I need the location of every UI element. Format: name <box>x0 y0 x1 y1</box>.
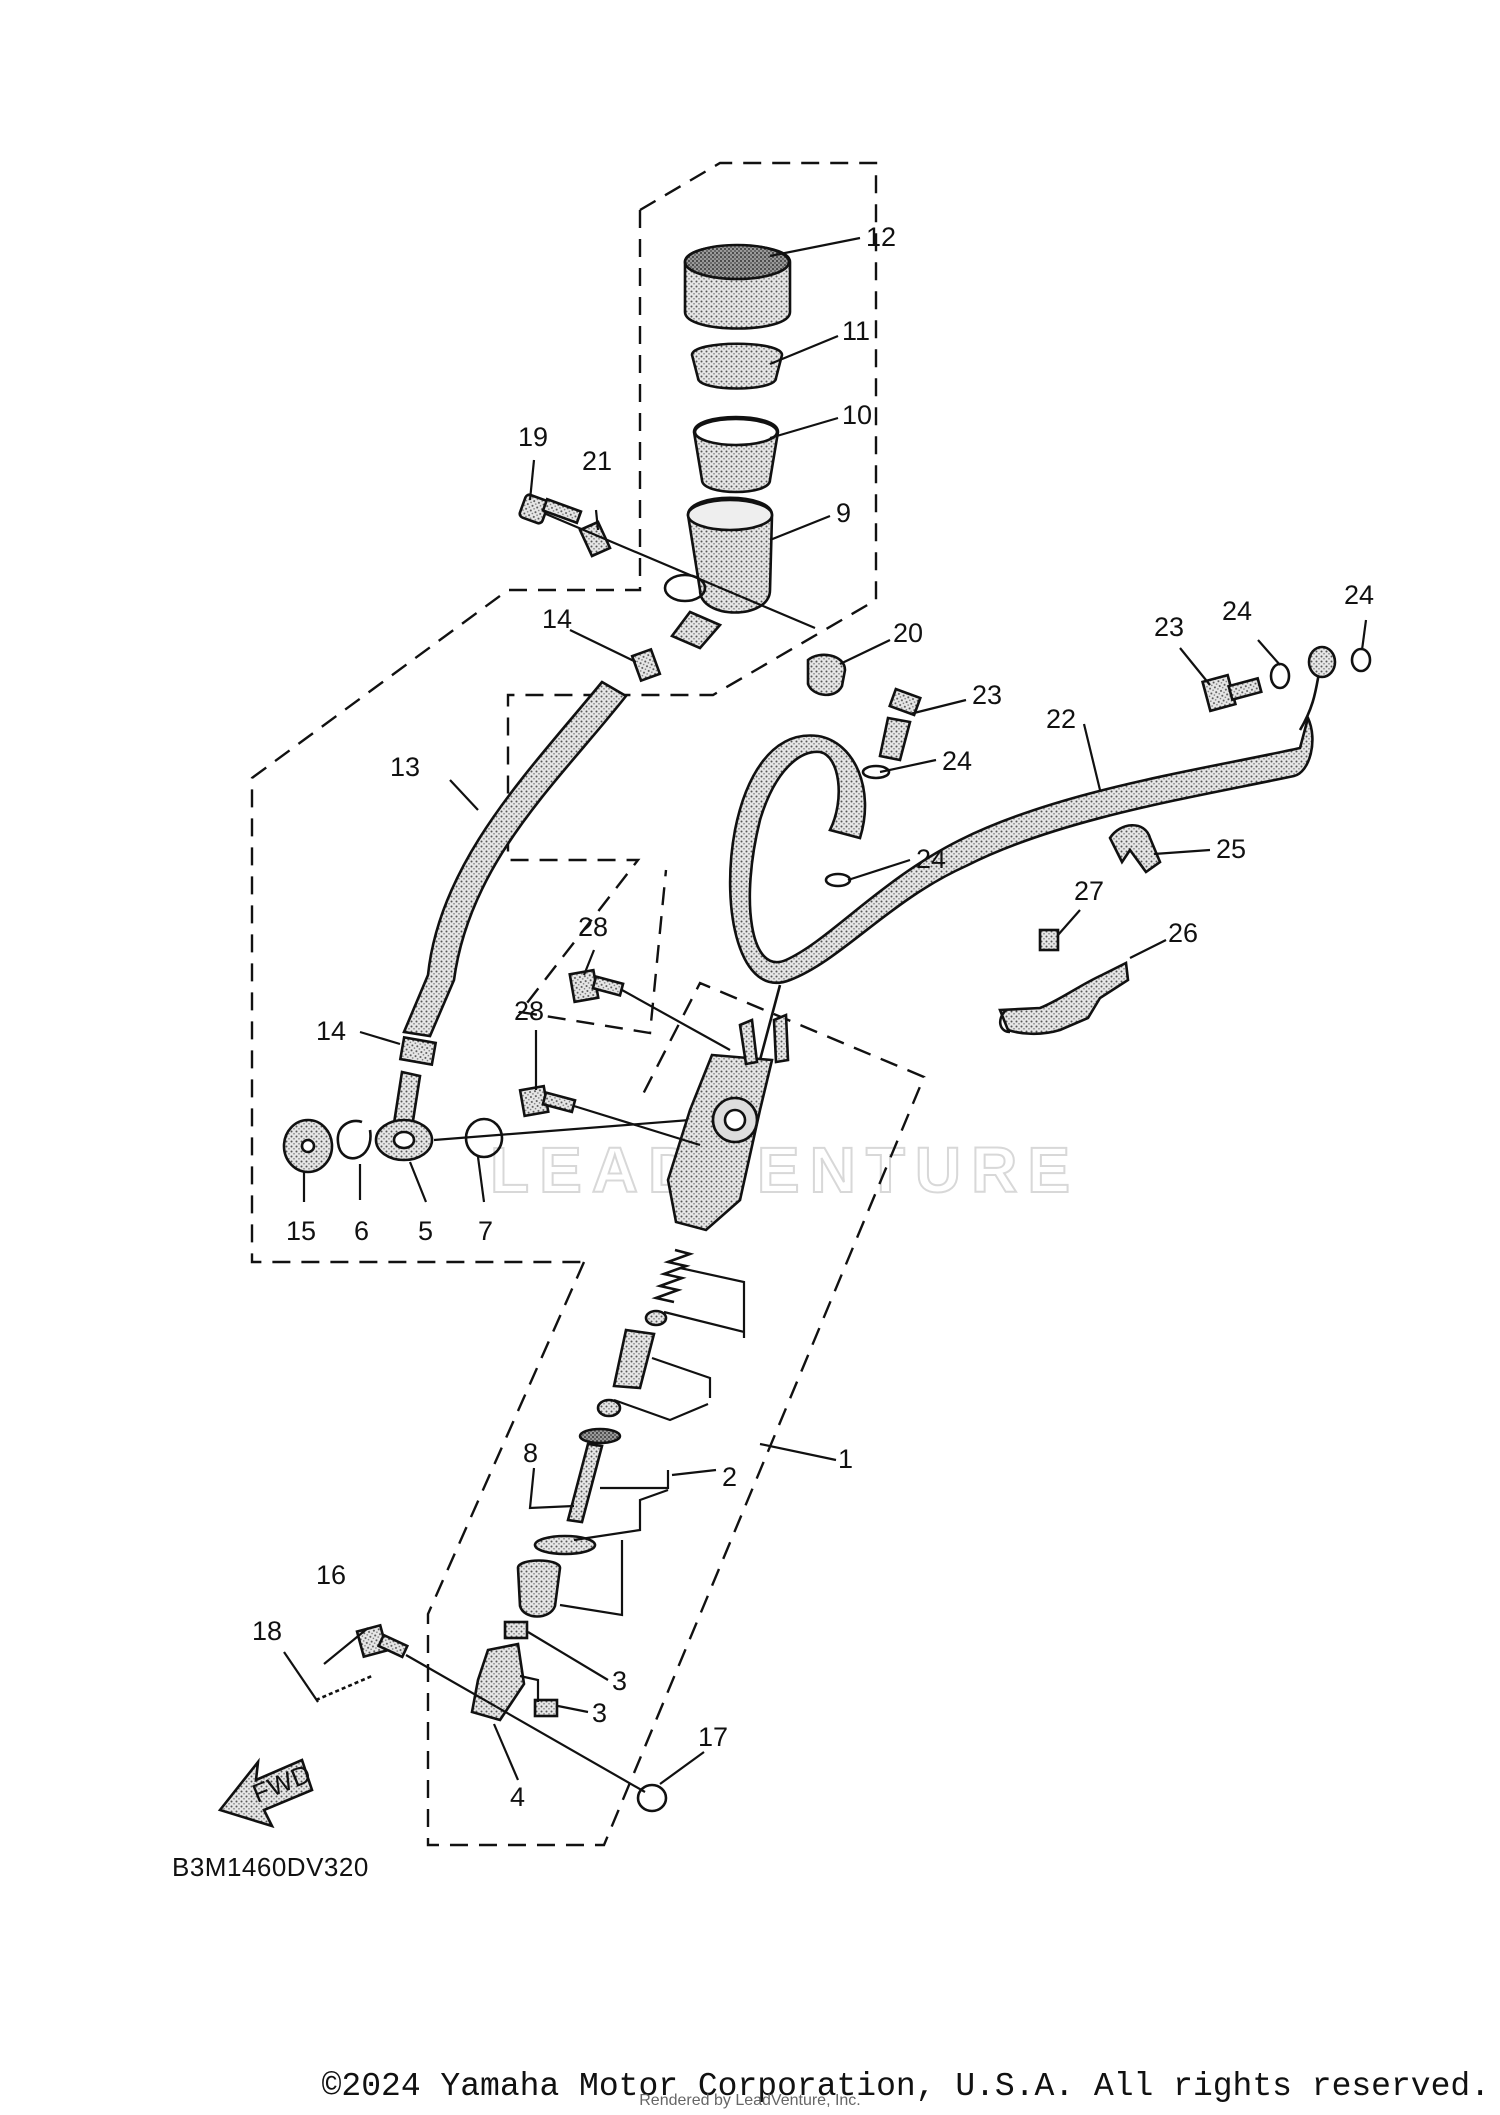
washer-17 <box>636 1783 668 1813</box>
washer-15 <box>282 1118 334 1174</box>
callout-23-center: 23 <box>972 680 1002 710</box>
brake-hose-upper-pipe <box>1298 645 1337 731</box>
bolt-28-lower <box>518 1084 577 1118</box>
leader-7-line <box>433 1118 691 1142</box>
callout-23-right: 23 <box>1154 612 1184 642</box>
spring <box>651 1248 695 1304</box>
callout-1: 1 <box>838 1444 853 1474</box>
drawing-code: B3M1460DV320 <box>172 1852 369 1882</box>
hose-bracket-26 <box>998 961 1130 1036</box>
callout-21: 21 <box>582 446 612 476</box>
callout-28-upper: 28 <box>578 912 608 942</box>
bolt-28-upper <box>568 968 625 1004</box>
callout-19: 19 <box>518 422 548 452</box>
reservoir-cap-12 <box>683 243 792 330</box>
master-cylinder-group-outline <box>426 981 926 1847</box>
gasket-24-right-b <box>1350 647 1372 673</box>
callout-24-center-b: 24 <box>916 844 946 874</box>
callout-24-right-a: 24 <box>1222 596 1252 626</box>
reservoir-upper-outline <box>250 210 642 1264</box>
cup-seal <box>596 1398 622 1418</box>
callout-6: 6 <box>354 1216 369 1246</box>
callout-16: 16 <box>316 1560 346 1590</box>
callout-3-lower: 3 <box>592 1698 607 1728</box>
diaphragm-10 <box>692 415 780 494</box>
bolt-16 <box>355 1623 410 1659</box>
callout-18: 18 <box>252 1616 282 1646</box>
callout-5: 5 <box>418 1216 433 1246</box>
callout-8: 8 <box>523 1438 538 1468</box>
watermark-text: LEADVENTURE <box>490 1134 1080 1206</box>
cup-seal-small <box>644 1309 668 1327</box>
callout-7: 7 <box>478 1216 493 1246</box>
bolt-27 <box>1038 928 1060 952</box>
callout-9: 9 <box>836 498 851 528</box>
push-rod-8 <box>566 1427 622 1524</box>
callout-14-lower: 14 <box>316 1016 346 1046</box>
callout-3-upper: 3 <box>612 1666 627 1696</box>
union-bolt-23-right <box>1200 673 1263 713</box>
leader-28-upper <box>621 989 731 1051</box>
callout-14-upper: 14 <box>542 604 572 634</box>
callout-24-center-a: 24 <box>942 746 972 776</box>
nut-3-upper <box>503 1620 529 1640</box>
callout-27: 27 <box>1074 876 1104 906</box>
gasket-24-center-a <box>861 764 891 780</box>
reservoir-hose-13 <box>402 680 628 1038</box>
callout-11: 11 <box>842 316 870 346</box>
callout-4: 4 <box>510 1782 525 1812</box>
circlip-6 <box>336 1119 372 1160</box>
leader-19-20 <box>545 512 816 630</box>
cotter-pin-18 <box>315 1674 373 1702</box>
gasket-24-center-b <box>824 872 852 888</box>
reservoir-tank-9 <box>663 496 774 650</box>
dust-boot <box>516 1559 562 1618</box>
callout-26: 26 <box>1168 918 1198 948</box>
callout-10: 10 <box>842 400 872 430</box>
bolt-19 <box>518 493 583 525</box>
union-bolt-23-center <box>878 687 922 762</box>
callout-22: 22 <box>1046 704 1076 734</box>
leader-28-lower <box>573 1104 701 1147</box>
grommet-20 <box>806 653 847 697</box>
callout-17: 17 <box>698 1722 728 1752</box>
callout-25: 25 <box>1216 834 1246 864</box>
hose-clamp-14-lower <box>398 1035 438 1067</box>
leader-lines <box>283 236 1368 1785</box>
copyright-notice: ©2024 Yamaha Motor Corporation, U.S.A. A… <box>321 2068 1490 2105</box>
callouts: 12 11 10 9 19 21 14 20 13 14 15 6 5 7 28… <box>252 222 1374 1812</box>
callout-13: 13 <box>390 752 420 782</box>
callout-28-lower: 28 <box>514 996 544 1026</box>
nut-3-lower <box>533 1698 559 1718</box>
diaphragm-plate-11 <box>690 342 784 390</box>
brake-hose-lower-pipe <box>758 984 782 1061</box>
hose-clamp-25 <box>1108 823 1162 874</box>
piston <box>612 1328 656 1390</box>
leader-16-17 <box>405 1654 646 1793</box>
callout-15: 15 <box>286 1216 316 1246</box>
gasket-24-right-a <box>1269 662 1291 690</box>
brake-hose-22 <box>728 714 1314 984</box>
hose-joint-5 <box>374 1070 434 1162</box>
callout-2: 2 <box>722 1462 737 1492</box>
rendered-by-note: Rendered by LeadVenture, Inc. <box>639 2092 861 2109</box>
master-cylinder-body <box>666 1013 790 1232</box>
snap-ring <box>533 1534 597 1556</box>
hose-clamp-14-upper <box>630 647 662 683</box>
callout-20: 20 <box>893 618 923 648</box>
fwd-arrow: FWD <box>217 1757 316 1829</box>
reservoir-group-outline <box>506 161 878 1035</box>
callout-24-right-b: 24 <box>1344 580 1374 610</box>
callout-12: 12 <box>866 222 896 252</box>
